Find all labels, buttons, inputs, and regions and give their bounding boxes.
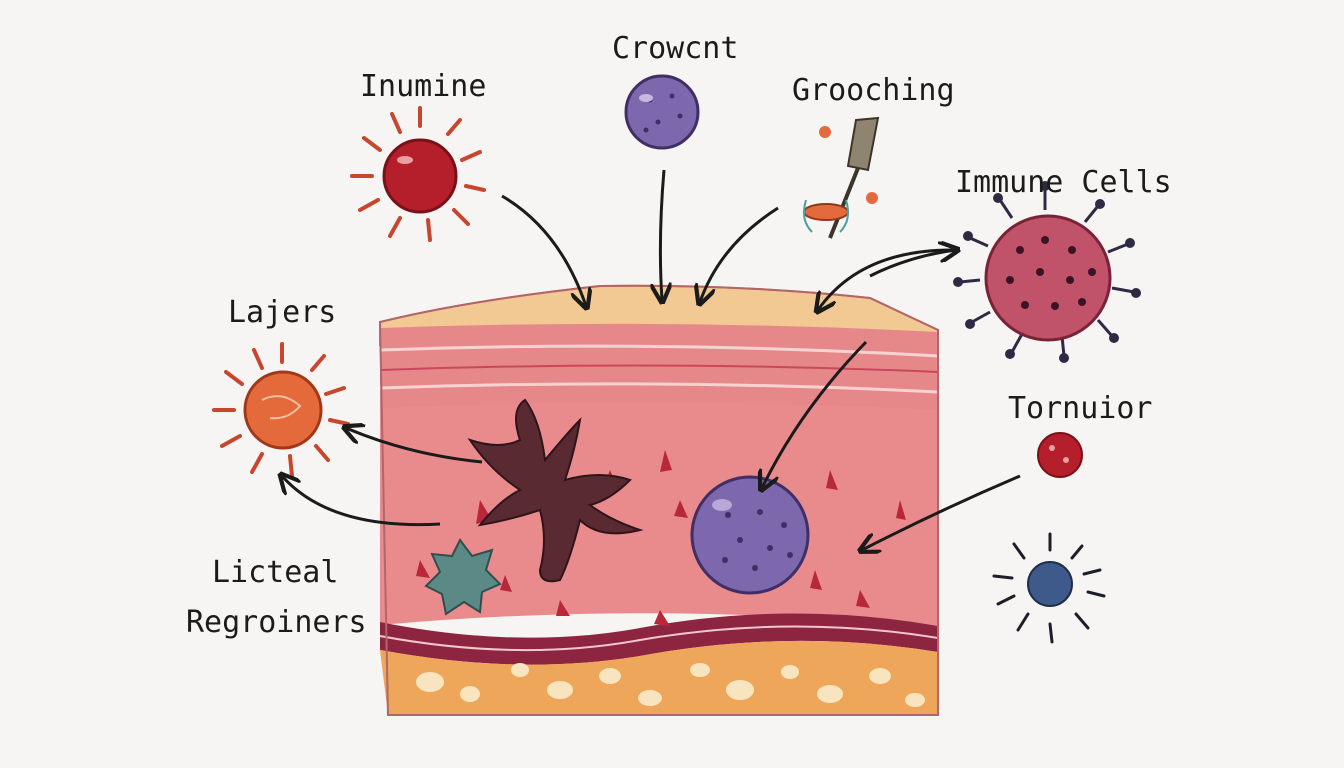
arrow-dendritic-to-lajers: [346, 428, 483, 464]
label-listed: Lictеal: [212, 555, 338, 590]
label-tornuior: Tornuior: [1008, 391, 1153, 426]
arrows: [282, 169, 1021, 550]
dendritic-cell-icon: [467, 398, 644, 583]
label-grooching: Grooching: [792, 73, 955, 108]
fat-cells: [416, 663, 925, 707]
blue-sunburst-cell-icon: [992, 532, 1106, 644]
arrow-grooching-to-skin: [700, 206, 779, 302]
red-sunburst-cell-icon: [350, 106, 486, 242]
purple-round-cell-icon: [624, 74, 700, 150]
green-spiky-cell-icon: [424, 538, 502, 616]
fat-layer: [380, 640, 938, 715]
skin-block: [378, 284, 939, 716]
arrow-green-to-lajers: [282, 476, 441, 527]
label-regroiners: Regroiners: [186, 605, 367, 640]
arrow-epidermis-to-purple-cell: [762, 340, 868, 488]
orange-sunburst-cell-icon: [212, 342, 350, 478]
label-lajers: Lajers: [228, 295, 336, 330]
label-crowcnt: Crowcnt: [612, 31, 738, 66]
label-immune-cells: Immune Cells: [955, 165, 1172, 200]
small-red-cell-icon: [1037, 432, 1083, 478]
arrow-crowcnt-to-skin: [660, 169, 664, 300]
label-inumine: Inumine: [360, 69, 486, 104]
arrow-skin-to-immune-cells: [869, 250, 956, 278]
virus-cell-icon: [953, 181, 1141, 363]
arrow-inumine-to-skin: [501, 194, 586, 306]
purple-cell-inside-icon: [690, 475, 810, 595]
probe-icon: [803, 116, 880, 239]
arrow-tornuior-to-dermis: [862, 474, 1021, 550]
arrow-immune-cells-to-skin: [818, 248, 953, 310]
